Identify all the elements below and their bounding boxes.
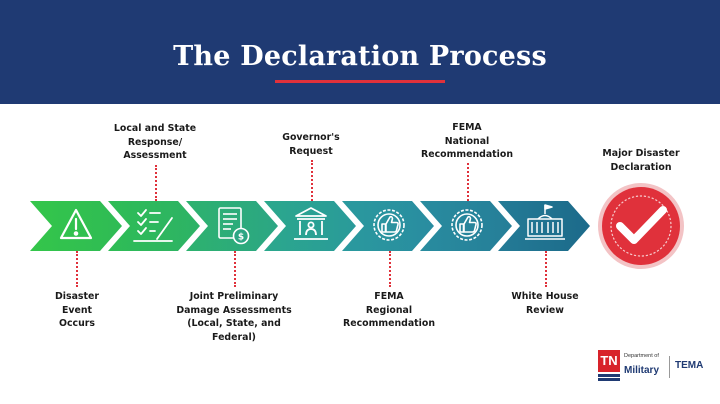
chevron-step-2	[108, 201, 200, 251]
tn-military-tema-logo: TN Department of Military TEMA	[598, 350, 708, 384]
chevron-step-7	[498, 201, 590, 251]
step-label-joint-pda: Joint Preliminary Damage Assessments (Lo…	[176, 291, 292, 343]
connector-step-2	[155, 165, 157, 201]
logo-divider	[669, 356, 670, 378]
page-title: The Declaration Process	[173, 41, 547, 72]
checklist-icon	[133, 209, 173, 242]
warning-triangle-icon	[59, 208, 93, 240]
step-label-white-house: White House Review	[511, 291, 579, 316]
chevron-step-3	[186, 201, 278, 251]
logo-tema: TEMA	[675, 360, 704, 371]
checkmark-seal-icon	[598, 183, 684, 269]
chevron-step-4	[264, 201, 356, 251]
capitol-governor-icon	[294, 207, 328, 240]
step-label-major-disaster: Major Disaster Declaration	[602, 148, 680, 173]
connector-step-1	[76, 251, 78, 287]
tn-mark: TN	[598, 350, 620, 372]
connector-step-6	[467, 163, 469, 201]
logo-department: Department of	[624, 353, 659, 359]
step-label-disaster-event: Disaster Event Occurs	[55, 291, 99, 329]
thumbs-up-badge-icon	[451, 209, 483, 241]
assessment-document-icon: $	[218, 207, 250, 245]
header-banner: The Declaration Process	[0, 0, 720, 104]
connector-step-5	[389, 251, 391, 287]
connector-step-7	[545, 251, 547, 287]
chevron-step-5	[342, 201, 434, 251]
chevron-step-6	[420, 201, 512, 251]
step-label-governors-request: Governor's Request	[282, 132, 340, 157]
title-underline	[275, 80, 445, 83]
step-label-fema-regional: FEMA Regional Recommendation	[343, 291, 435, 329]
white-house-icon	[525, 204, 565, 240]
step-label-local-state-response: Local and State Response/ Assessment	[113, 123, 197, 161]
connector-step-4	[311, 160, 313, 201]
logo-military: Military	[624, 365, 660, 376]
thumbs-up-badge-icon	[373, 209, 405, 241]
step-label-fema-national: FEMA National Recommendation	[421, 122, 513, 160]
connector-step-3	[234, 251, 236, 287]
svg-text:$: $	[238, 233, 244, 243]
